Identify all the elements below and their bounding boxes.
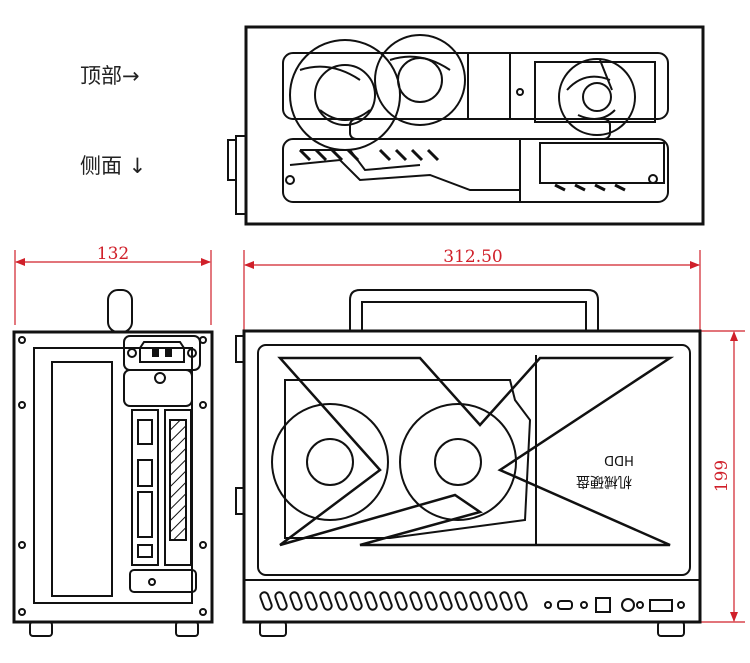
- dimension-width-value: 132: [97, 244, 129, 264]
- dimension-length-value: 312.50: [443, 247, 502, 267]
- side-panel-text-hdd-cn: 机械硬盘: [576, 473, 632, 490]
- side-panel-text-hdd: HDD: [604, 452, 634, 467]
- side-view-label: 侧面 ↓: [80, 154, 147, 178]
- side-vents: [259, 591, 528, 611]
- top-view-label: 顶部→: [80, 64, 140, 88]
- top-view: [227, 25, 705, 226]
- side-view: [235, 289, 702, 637]
- rear-view: [12, 289, 214, 637]
- dimension-width: [14, 250, 212, 325]
- top-view-hatching: [298, 148, 626, 192]
- dimension-height: [700, 330, 745, 623]
- front-io-ports: [544, 597, 685, 613]
- dimension-length: [243, 250, 701, 330]
- dimension-height-value: 199: [712, 460, 732, 492]
